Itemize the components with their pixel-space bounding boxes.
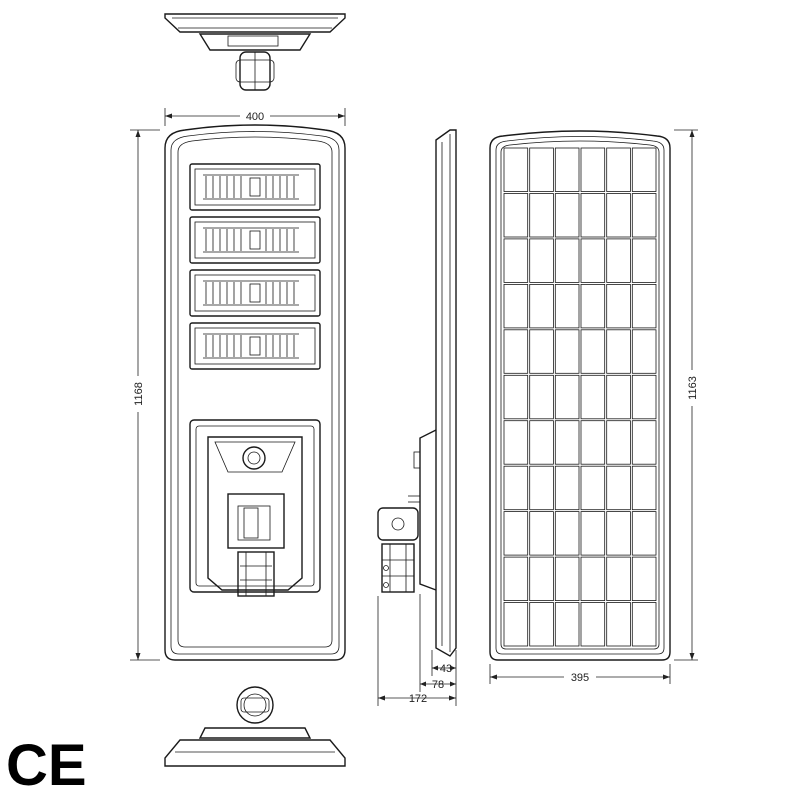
dim-front-width: 400 xyxy=(164,108,346,126)
sensor-icon xyxy=(242,446,266,470)
solar-cell-grid xyxy=(503,147,657,647)
solar-cell xyxy=(631,374,657,420)
solar-cell xyxy=(554,602,580,647)
solar-cell xyxy=(529,193,554,238)
solar-cell xyxy=(580,329,606,374)
solar-cell xyxy=(554,556,580,601)
solar-cell xyxy=(529,556,554,601)
solar-cell xyxy=(554,465,580,511)
solar-cell xyxy=(554,283,580,329)
solar-cell xyxy=(529,511,554,556)
solar-cell xyxy=(554,420,580,465)
solar-cell xyxy=(606,556,631,601)
solar-cell xyxy=(580,602,606,647)
solar-cell xyxy=(503,329,529,374)
solar-cell xyxy=(503,193,529,238)
solar-cell xyxy=(503,283,529,329)
solar-cell xyxy=(503,511,529,556)
solar-cell xyxy=(529,374,554,420)
solar-cell xyxy=(631,238,657,283)
solar-cell xyxy=(554,511,580,556)
solar-cell xyxy=(606,238,631,283)
solar-cell xyxy=(606,602,631,647)
mounting-bracket-area xyxy=(189,419,321,597)
solar-cell xyxy=(606,511,631,556)
dim-label-400: 400 xyxy=(246,111,264,123)
solar-cell xyxy=(631,147,657,192)
solar-panel-view xyxy=(489,130,671,661)
solar-cell xyxy=(503,238,529,283)
solar-cell xyxy=(503,374,529,420)
dim-label-78: 78 xyxy=(432,679,444,691)
solar-cell xyxy=(554,147,580,192)
solar-cell xyxy=(554,374,580,420)
solar-cell xyxy=(554,329,580,374)
dim-label-43: 43 xyxy=(440,663,452,675)
dim-panel-width: 395 xyxy=(489,664,671,684)
dim-label-172: 172 xyxy=(409,693,427,705)
solar-cell xyxy=(529,238,554,283)
solar-cell xyxy=(580,238,606,283)
solar-cell xyxy=(631,420,657,465)
solar-cell xyxy=(606,193,631,238)
solar-cell xyxy=(503,147,529,192)
solar-cell xyxy=(529,329,554,374)
ce-mark-logo: CE xyxy=(6,733,87,798)
bottom-view xyxy=(164,686,346,767)
dim-side-172: 172 xyxy=(377,596,457,706)
solar-cell xyxy=(529,420,554,465)
solar-cell xyxy=(631,511,657,556)
side-view xyxy=(377,129,457,657)
dim-panel-height: 1163 xyxy=(674,129,700,661)
solar-cell xyxy=(580,511,606,556)
dim-side-78: 78 xyxy=(419,594,457,692)
led-module xyxy=(189,322,321,370)
solar-cell xyxy=(606,465,631,511)
solar-cell xyxy=(503,420,529,465)
solar-cell xyxy=(606,283,631,329)
solar-cell xyxy=(554,193,580,238)
led-module xyxy=(189,163,321,211)
solar-cell xyxy=(606,420,631,465)
solar-cell xyxy=(631,193,657,238)
solar-cell xyxy=(580,374,606,420)
solar-cell xyxy=(503,602,529,647)
solar-cell xyxy=(631,465,657,511)
dim-label-1168: 1168 xyxy=(133,382,145,406)
solar-cell xyxy=(631,329,657,374)
solar-cell xyxy=(580,556,606,601)
solar-cell xyxy=(554,238,580,283)
front-view: 400 1168 xyxy=(130,108,346,661)
dim-label-395: 395 xyxy=(571,672,589,684)
solar-cell xyxy=(503,556,529,601)
solar-cell xyxy=(529,602,554,647)
solar-cell xyxy=(606,329,631,374)
solar-cell xyxy=(606,147,631,192)
solar-cell xyxy=(606,374,631,420)
solar-cell xyxy=(580,193,606,238)
solar-cell xyxy=(580,283,606,329)
solar-cell xyxy=(580,147,606,192)
solar-cell xyxy=(580,465,606,511)
led-module xyxy=(189,269,321,317)
solar-cell xyxy=(580,420,606,465)
solar-cell xyxy=(631,602,657,647)
solar-cell xyxy=(529,465,554,511)
top-view xyxy=(164,13,346,91)
solar-cell xyxy=(529,147,554,192)
led-module xyxy=(189,216,321,264)
solar-cell xyxy=(503,465,529,511)
solar-cell xyxy=(631,556,657,601)
solar-cell xyxy=(529,283,554,329)
dim-front-height: 1168 xyxy=(130,129,160,661)
dim-side-43: 43 xyxy=(431,650,457,676)
solar-cell xyxy=(631,283,657,329)
dim-label-1163: 1163 xyxy=(687,376,699,400)
